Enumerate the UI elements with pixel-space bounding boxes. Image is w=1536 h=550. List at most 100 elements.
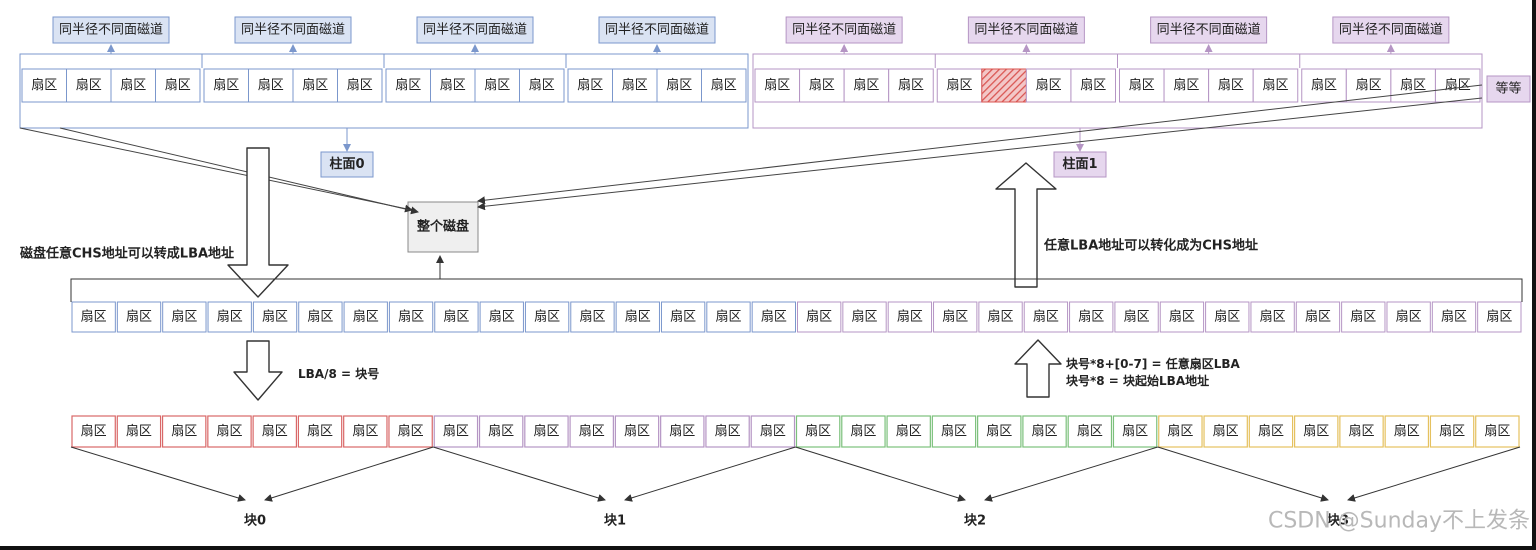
lba-sector-cell [388,301,434,333]
sector-label: 扇区 [1311,77,1337,93]
block-sector-label: 扇区 [760,423,786,439]
lba-sector-label: 扇区 [1396,309,1422,325]
lba-sector-cell [71,301,116,333]
lba-sector-label: 扇区 [443,309,469,325]
etc-box [1486,75,1531,103]
cylinder1-to-disk-line-2 [477,84,1483,205]
block-sector-label: 扇区 [986,423,1012,439]
sector-label: 扇区 [76,77,102,93]
block-sector-cell [1248,415,1294,448]
etc-label: 等等 [1495,81,1521,97]
track-label: 同半径不同面磁道 [423,23,527,38]
block-sector-label: 扇区 [805,423,831,439]
block-sector-cell [297,415,343,448]
track-label-box [967,16,1085,44]
block-sector-label: 扇区 [850,423,876,439]
block-sector-cell [795,415,841,448]
block-sector-label: 扇区 [1258,423,1284,439]
lba-sector-label: 扇区 [534,309,560,325]
block-sector-label: 扇区 [1077,423,1103,439]
block-sector-cell [750,415,796,448]
block-sector-cell [569,415,614,448]
track-label-box [1150,16,1268,44]
lba-row-bracket [70,278,1523,302]
sector-cell [292,68,338,103]
lba-sector-cell [1069,301,1114,333]
cylinder1-to-disk-line [477,97,1483,211]
sector-label: 扇区 [1445,77,1471,93]
lba-sector-cell [116,301,162,333]
hatched-sector [981,68,1027,103]
lba-sector-cell [978,301,1023,333]
block-converge-line [795,446,966,502]
block-sector-label: 扇区 [352,423,378,439]
sector-label: 扇区 [947,77,973,93]
lba-sector-label: 扇区 [988,309,1014,325]
block-sector-label: 扇区 [81,423,107,439]
block-sector-cell [705,415,750,448]
lba-sector-cell [162,301,207,333]
lba-sector-cell [751,301,796,333]
cylinder0-to-disk-line-2 [59,127,419,215]
track-label: 同半径不同面磁道 [241,23,345,38]
block-sector-label: 扇区 [579,423,605,439]
block-sector-cell [1203,415,1248,448]
block-to-lba-arrow [1014,339,1062,398]
sector-cell [656,68,702,103]
lba-sector-cell [252,301,298,333]
cylinder-label-box [320,151,374,178]
sector-label: 扇区 [764,77,790,93]
sector-cell [430,68,476,103]
block-formula-2: 块号*8 = 块起始LBA地址 [1066,373,1209,388]
block-sector-label: 扇区 [941,423,967,439]
block-sector-label: 扇区 [443,423,469,439]
watermark: CSDN @Sunday不上发条 [1268,509,1530,534]
block-formula-1: 块号*8+[0-7] = 任意扇区LBA [1066,356,1241,371]
lba-sector-cell [1477,301,1522,333]
sector-label: 扇区 [577,77,603,93]
sector-label: 扇区 [1080,77,1106,93]
lba-sector-label: 扇区 [715,309,741,325]
sector-cell [519,68,565,103]
lba-sector-label: 扇区 [1078,309,1104,325]
lba-sector-label: 扇区 [1350,309,1376,325]
chs-to-lba-arrow [227,147,289,298]
sector-label: 扇区 [898,77,924,93]
sector-label: 扇区 [165,77,191,93]
lba-sector-cell [298,301,343,333]
sector-cell [21,68,67,103]
sector-cell [1163,68,1210,103]
lba-div-text: LBA/8 = 块号 [298,366,379,381]
block-sector-label: 扇区 [624,423,650,439]
block-converge-line [433,446,606,502]
track-label-box [598,16,716,44]
lba-to-chs-text: 任意LBA地址可以转化成为CHS地址 [1043,238,1258,254]
lba-sector-cell [207,301,252,333]
sector-label: 扇区 [809,77,835,93]
block-sector-cell [660,415,705,448]
block-sector-label: 扇区 [1484,423,1510,439]
track-label-box [52,16,170,44]
lba-sector-label: 扇区 [942,309,968,325]
track-label: 同半径不同面磁道 [605,23,709,38]
track-label-box [416,16,534,44]
sector-cell [1301,68,1347,103]
block-sector-label: 扇区 [1349,423,1375,439]
lba-sector-label: 扇区 [1441,309,1467,325]
block-sector-cell [388,415,433,448]
track-label: 同半径不同面磁道 [974,23,1078,38]
lba-sector-cell [524,301,570,333]
track-label: 同半径不同面磁道 [59,23,163,38]
sector-cell [1252,68,1299,103]
block-sector-cell [1339,415,1384,448]
lba-sector-label: 扇区 [217,309,243,325]
lba-sector-cell [1386,301,1431,333]
lba-sector-label: 扇区 [1214,309,1240,325]
sector-cell [754,68,801,103]
cylinder0-to-disk-line [19,127,413,213]
lba-sector-label: 扇区 [670,309,696,325]
block-sector-cell [1475,415,1520,448]
sector-label: 扇区 [302,77,328,93]
